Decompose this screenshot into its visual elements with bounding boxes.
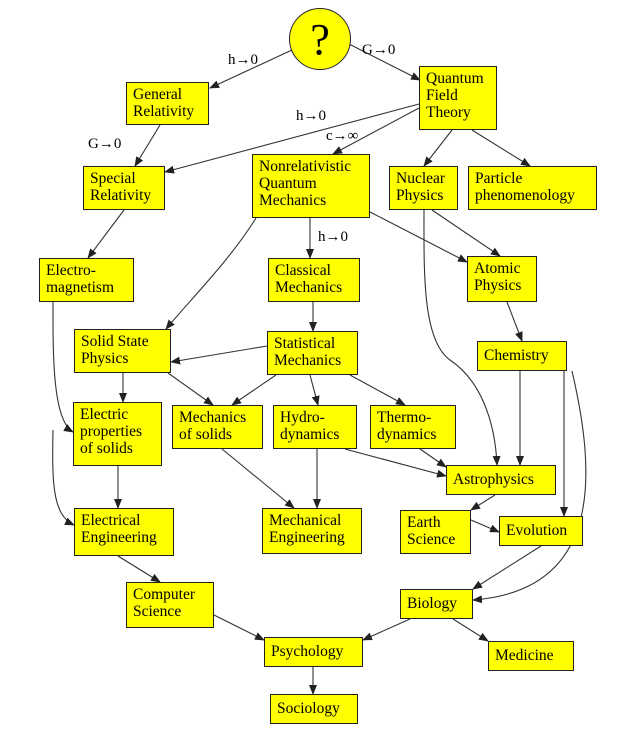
arrow-stat-thermo <box>349 374 406 406</box>
node-mechanical-engineering: Mechanical Engineering <box>262 508 362 554</box>
edge-label-q-qft: G→0 <box>362 42 395 58</box>
arrow-thermo-astro <box>419 448 447 468</box>
arrow-sr-em <box>87 209 125 259</box>
node-electromagnetism: Electro- magnetism <box>39 258 134 302</box>
arrow-solidstate-mos <box>167 372 214 406</box>
node-nonrelativistic-quantum-mechanics: Nonrelativistic Quantum Mechanics <box>252 154 370 218</box>
arrow-qft-nuclear <box>423 129 453 167</box>
node-quantum-field-theory: Quantum Field Theory <box>419 66 497 130</box>
arrow-nuclear-atomic <box>431 209 501 257</box>
node-nuclear-physics: Nuclear Physics <box>389 166 458 210</box>
node-thermodynamics: Thermo- dynamics <box>370 405 456 449</box>
unknown-theory-circle: ? <box>289 8 351 70</box>
node-sociology: Sociology <box>270 694 358 724</box>
arrow-gr-sr <box>134 124 161 167</box>
arrow-stat-solidstate <box>170 345 268 365</box>
node-electric-properties-of-solids: Electric properties of solids <box>73 402 162 466</box>
arrow-astro-earth <box>470 494 496 511</box>
arrow-qft-particle <box>471 129 531 167</box>
node-atomic-physics: Atomic Physics <box>467 256 537 302</box>
node-special-relativity: Special Relativity <box>83 166 165 210</box>
node-particle-phenomenology: Particle phenomenology <box>468 166 597 210</box>
node-psychology: Psychology <box>264 637 363 667</box>
arrow-biology-med <box>452 618 489 642</box>
arrow-nrqm-solidstate <box>165 217 257 330</box>
node-electrical-engineering: Electrical Engineering <box>74 508 174 556</box>
node-earth-science: Earth Science <box>400 510 471 554</box>
node-general-relativity: General Relativity <box>126 82 209 125</box>
edge-label-qft-nrqm: c→∞ <box>326 128 358 144</box>
arrow-stat-mos <box>231 374 277 406</box>
arrow-nuclear-astro <box>423 209 501 466</box>
arrow-hydro-astro <box>344 448 447 478</box>
node-medicine: Medicine <box>488 641 574 671</box>
node-hydrodynamics: Hydro- dynamics <box>273 405 357 449</box>
node-classical-mechanics: Classical Mechanics <box>268 258 360 302</box>
edge-label-qft-sr: h→0 <box>296 108 326 124</box>
node-biology: Biology <box>400 589 473 619</box>
arrow-earth-evo <box>470 519 500 533</box>
node-chemistry: Chemistry <box>477 341 567 371</box>
arrow-em-elec <box>52 301 74 433</box>
arrow-atomic-chem <box>506 301 523 342</box>
node-astrophysics: Astrophysics <box>446 465 556 495</box>
node-solid-state-physics: Solid State Physics <box>74 329 171 373</box>
edge-label-nrqm-cm: h→0 <box>318 229 348 245</box>
arrow-stat-hydro <box>309 374 320 406</box>
edge-label-q-gr: h→0 <box>228 52 258 68</box>
arrow-qft-nrqm <box>332 107 420 155</box>
arrow-eeng-cs <box>117 555 161 583</box>
arrow-mos-meng <box>221 448 295 509</box>
node-evolution: Evolution <box>499 516 583 546</box>
arrow-q-gr <box>209 49 293 89</box>
node-mechanics-of-solids: Mechanics of solids <box>172 405 263 449</box>
arrow-evo-biology <box>472 545 542 590</box>
arrow-em-eeng <box>52 429 75 526</box>
node-computer-science: Computer Science <box>126 582 214 628</box>
arrow-biology-psy <box>362 618 411 641</box>
arrow-q-qft <box>348 43 421 81</box>
node-statistical-mechanics: Statistical Mechanics <box>267 331 358 375</box>
arrow-qft-sr <box>164 103 420 174</box>
arrow-nrqm-atomic <box>369 211 468 263</box>
edge-label-gr-sr: G→0 <box>88 136 121 152</box>
